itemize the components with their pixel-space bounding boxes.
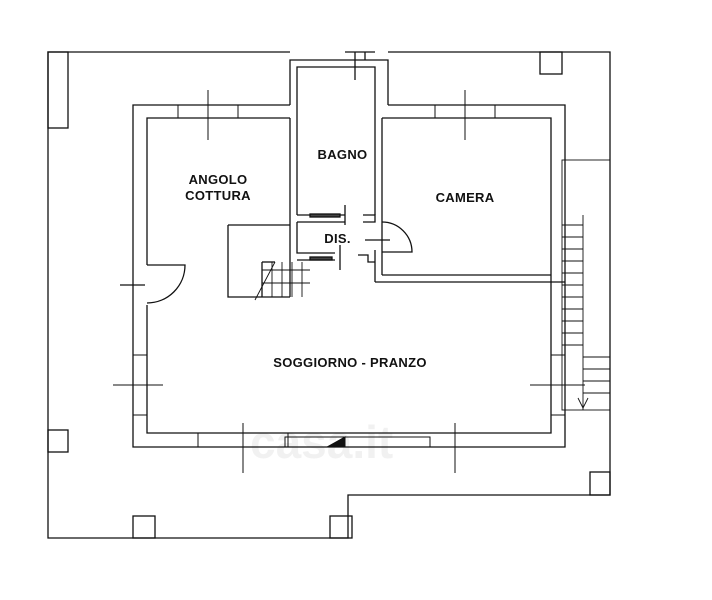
room-label-camera: CAMERA — [435, 190, 495, 205]
hall-walls — [227, 205, 346, 298]
room-label-bagno: BAGNO — [317, 147, 368, 162]
room-label-line: COTTURA — [185, 188, 251, 203]
windows — [113, 90, 585, 473]
bathroom-door — [309, 213, 341, 218]
room-label-angolo-cottura: ANGOLO COTTURA — [168, 172, 268, 204]
external-stairs — [561, 159, 611, 411]
watermark-logo: casa.it — [250, 416, 394, 468]
pillars — [47, 51, 611, 539]
room-label-line: ANGOLO — [188, 172, 248, 187]
entrance-door — [120, 264, 186, 304]
bedroom-walls — [358, 221, 565, 283]
room-label-dis: DIS. — [324, 231, 351, 246]
room-label-soggiorno: SOGGIORNO - PRANZO — [273, 355, 427, 370]
internal-stairs — [254, 261, 310, 301]
bathroom-walls — [289, 51, 389, 297]
